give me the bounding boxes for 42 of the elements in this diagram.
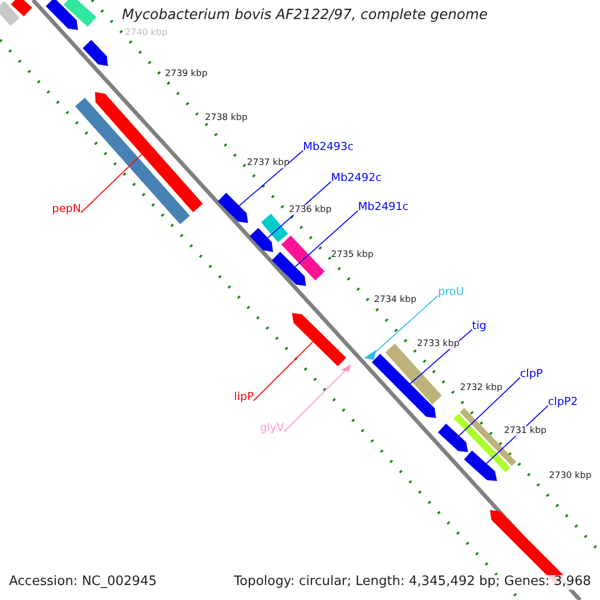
leader-line [253, 341, 314, 402]
gene-label: Mb2492c [331, 172, 382, 185]
accession-text: Accession: NC_002945 [9, 575, 157, 590]
gene-label: proU [438, 286, 464, 299]
tick-label: 2738 kbp [205, 113, 248, 124]
tick-label: 2732 kbp [460, 383, 502, 394]
gene-label: Mb2493c [303, 141, 354, 154]
gene-label: pepN [52, 203, 81, 216]
gene-feature [218, 192, 248, 223]
gene-feature [250, 228, 273, 252]
gene-label: glyV [260, 422, 284, 435]
leader-line [458, 377, 520, 436]
gene-feature [272, 252, 306, 286]
map-title: Mycobacterium bovis AF2122/97, complete genome [122, 7, 488, 24]
leader-line [80, 154, 142, 214]
tick-label: 2740 kbp [125, 28, 168, 38]
leader-line [238, 150, 304, 206]
tick-label: 2735 kbp [331, 250, 374, 260]
gene-label: clpP [520, 368, 543, 381]
tick-label: 2739 kbp [165, 69, 208, 80]
gene-label: clpP2 [548, 396, 578, 409]
tick-label: 2734 kbp [374, 295, 416, 306]
gene-feature [95, 92, 203, 212]
gene-feature [438, 424, 468, 452]
tick-label: 2737 kbp [247, 158, 290, 168]
gene-feature [464, 450, 497, 481]
tick-label: 2731 kbp [504, 426, 546, 436]
gene-feature [292, 313, 346, 366]
gene-label: lipP [234, 391, 254, 404]
triangle-marker [364, 350, 376, 360]
gene-feature [372, 354, 436, 418]
genome-summary: Topology: circular; Length: 4,345,492 bp; Genes: 3,968 [234, 575, 591, 590]
gene-label: Mb2491c [358, 201, 409, 214]
gene-feature [46, 0, 78, 30]
gene-label: tig [472, 320, 486, 333]
leader-line [294, 210, 358, 268]
triangle-marker [341, 364, 351, 372]
tick-label: 2730 kbp [549, 471, 592, 482]
tick-label: 2733 kbp [417, 339, 460, 350]
tick-label: 2736 kbp [289, 205, 332, 216]
gene-feature [82, 40, 108, 66]
leader-line [284, 370, 346, 432]
